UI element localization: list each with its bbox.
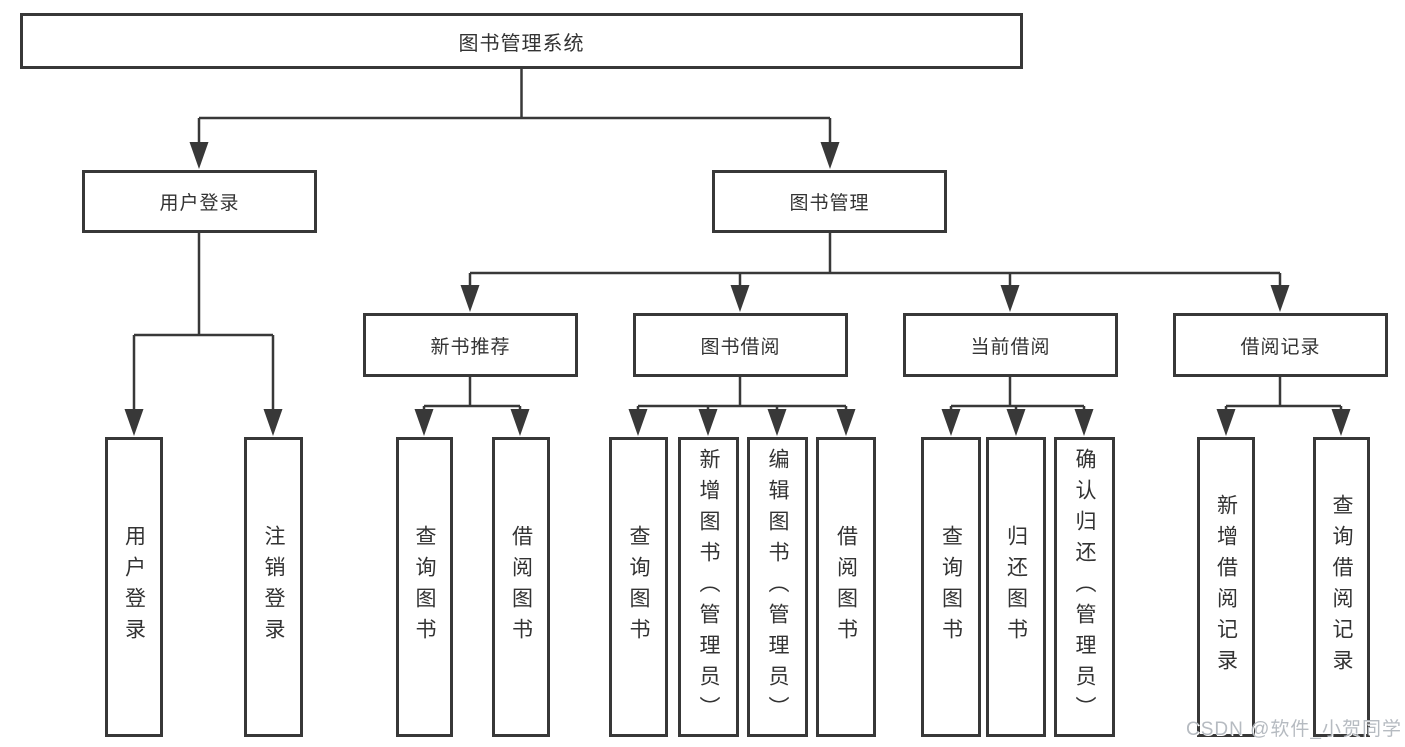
leaf-query-borrow-record: 查询借阅记录 — [1313, 437, 1370, 737]
leaf-borrow-books-recommend-label: 借阅图书 — [509, 525, 533, 649]
node-borrow-records: 借阅记录 — [1173, 313, 1388, 377]
leaf-borrow-books-label: 借阅图书 — [834, 525, 858, 649]
leaf-return-book-label: 归还图书 — [1004, 525, 1028, 649]
node-new-book-recommend-label: 新书推荐 — [430, 336, 511, 358]
node-current-borrow: 当前借阅 — [903, 313, 1118, 377]
arrowhead-icon — [698, 409, 718, 436]
arrowhead-icon — [1074, 409, 1094, 436]
leaf-edit-book-admin: 编辑图书（管理员） — [747, 437, 808, 737]
node-book-borrow-label: 图书借阅 — [700, 336, 781, 358]
leaf-add-borrow-record-label: 新增借阅记录 — [1214, 494, 1238, 680]
arrowhead-icon — [628, 409, 648, 436]
leaf-user-login: 用户登录 — [105, 437, 163, 737]
leaf-query-books-current-label: 查询图书 — [939, 525, 963, 649]
leaf-query-books-current: 查询图书 — [921, 437, 981, 737]
arrowhead-icon — [1006, 409, 1026, 436]
leaf-query-books-borrow: 查询图书 — [609, 437, 668, 737]
arrowhead-icon — [189, 142, 209, 169]
arrowhead-icon — [414, 409, 434, 436]
leaf-confirm-return-admin: 确认归还（管理员） — [1054, 437, 1115, 737]
leaf-query-books-recommend-label: 查询图书 — [413, 525, 436, 649]
node-book-borrow: 图书借阅 — [633, 313, 848, 377]
leaf-query-books-borrow-label: 查询图书 — [627, 525, 650, 649]
leaf-return-book: 归还图书 — [986, 437, 1046, 737]
arrowhead-icon — [820, 142, 840, 169]
leaf-logout: 注销登录 — [244, 437, 303, 737]
arrowhead-icon — [767, 409, 787, 436]
node-current-borrow-label: 当前借阅 — [970, 336, 1051, 358]
leaf-query-borrow-record-label: 查询借阅记录 — [1330, 494, 1353, 680]
leaf-add-book-admin-label: 新增图书（管理员） — [697, 447, 720, 727]
node-borrow-records-label: 借阅记录 — [1240, 336, 1321, 358]
leaf-confirm-return-admin-label: 确认归还（管理员） — [1073, 447, 1096, 727]
node-user-login-label: 用户登录 — [159, 193, 240, 214]
node-user-login: 用户登录 — [82, 170, 317, 233]
arrowhead-icon — [1331, 409, 1351, 436]
arrowhead-icon — [124, 409, 144, 436]
leaf-logout-label: 注销登录 — [262, 525, 285, 649]
arrowhead-icon — [263, 409, 283, 436]
node-book-management-label: 图书管理 — [789, 193, 870, 214]
leaf-user-login-label: 用户登录 — [122, 525, 146, 649]
leaf-borrow-books: 借阅图书 — [816, 437, 876, 737]
arrowhead-icon — [941, 409, 961, 436]
node-book-management: 图书管理 — [712, 170, 947, 233]
arrowhead-icon — [510, 409, 530, 436]
arrowhead-icon — [1000, 285, 1020, 312]
node-root: 图书管理系统 — [20, 13, 1023, 69]
leaf-add-borrow-record: 新增借阅记录 — [1197, 437, 1255, 737]
arrowhead-icon — [1270, 285, 1290, 312]
arrowhead-icon — [836, 409, 856, 436]
leaf-borrow-books-recommend: 借阅图书 — [492, 437, 550, 737]
node-new-book-recommend: 新书推荐 — [363, 313, 578, 377]
arrowhead-icon — [1216, 409, 1236, 436]
arrowhead-icon — [730, 285, 750, 312]
csdn-watermark: CSDN @软件_小贺同学 — [1186, 719, 1402, 740]
leaf-query-books-recommend: 查询图书 — [396, 437, 453, 737]
arrowhead-icon — [460, 285, 480, 312]
leaf-edit-book-admin-label: 编辑图书（管理员） — [766, 447, 789, 727]
node-root-label: 图书管理系统 — [458, 32, 585, 55]
leaf-add-book-admin: 新增图书（管理员） — [678, 437, 739, 737]
